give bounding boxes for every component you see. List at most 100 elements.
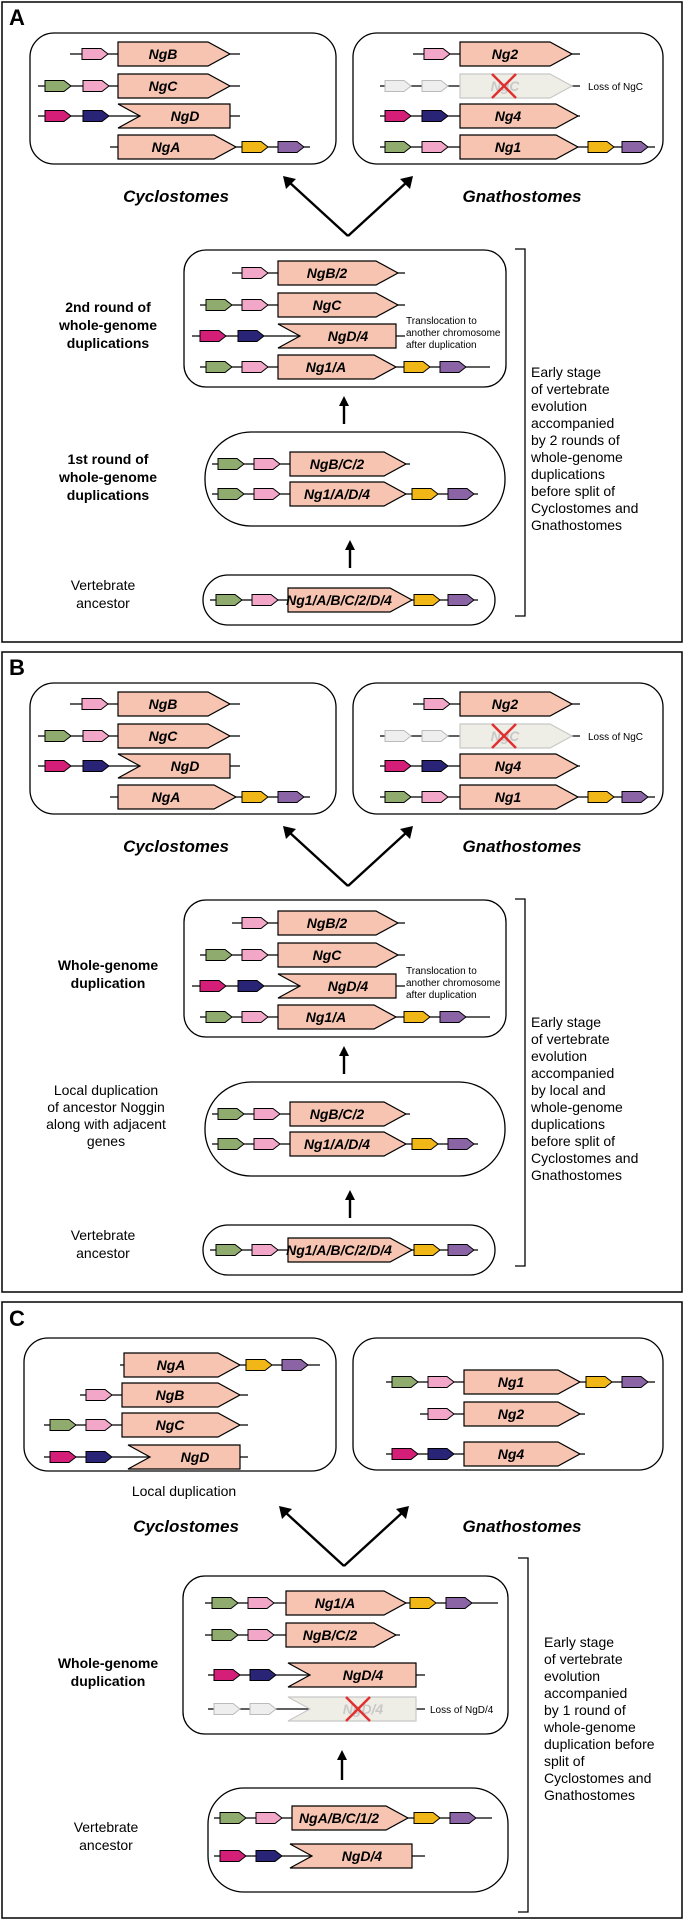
noggin-gene xyxy=(289,451,408,477)
flanking-gene xyxy=(587,791,615,803)
noggin-gene xyxy=(277,260,400,286)
stage-description: duplication before xyxy=(544,1736,655,1752)
noggin-gene xyxy=(287,587,414,613)
noggin-gene xyxy=(121,1382,242,1408)
flanking-gene xyxy=(411,1138,439,1150)
noggin-gene-label: NgD/4 xyxy=(328,978,369,994)
ancestor-label: Vertebrate xyxy=(71,577,136,593)
flanking-gene xyxy=(241,299,269,311)
arrowhead xyxy=(345,540,355,550)
noggin-gene xyxy=(459,784,580,810)
flanking-gene xyxy=(219,1812,247,1824)
flanking-gene xyxy=(237,330,265,342)
noggin-gene-label: Ng1 xyxy=(498,1374,525,1390)
noggin-gene xyxy=(459,753,580,779)
stage-description: split of xyxy=(544,1753,585,1769)
flanking-gene xyxy=(439,361,467,373)
stage-bracket xyxy=(515,898,526,1267)
noggin-gene-label: NgD xyxy=(181,1449,210,1465)
flanking-gene xyxy=(447,488,475,500)
noggin-gene-label: NgA xyxy=(152,139,181,155)
noggin-gene-label: NgB xyxy=(156,1387,185,1403)
species-label-gnathostomes: Gnathostomes xyxy=(462,837,581,856)
arrowhead xyxy=(400,826,413,839)
noggin-gene-label: Ng1/A xyxy=(306,1009,346,1025)
stage-label: 1st round of xyxy=(68,451,149,467)
flanking-gene xyxy=(81,48,109,60)
noggin-gene-label: Ng1 xyxy=(495,789,522,805)
stage-description: Cyclostomes and xyxy=(531,500,638,516)
noggin-gene xyxy=(459,723,574,749)
noggin-gene-label: NgA xyxy=(157,1357,186,1373)
stage-description: Gnathostomes xyxy=(531,517,622,533)
noggin-gene-label: NgB/C/2 xyxy=(310,1106,365,1122)
noggin-gene xyxy=(117,784,238,810)
flanking-gene xyxy=(82,80,110,92)
flanking-gene xyxy=(421,760,449,772)
flanking-gene xyxy=(44,730,72,742)
stage-description: Gnathostomes xyxy=(544,1787,635,1803)
flanking-gene xyxy=(237,980,265,992)
ancestor-label: ancestor xyxy=(76,595,130,611)
flanking-gene xyxy=(213,1703,241,1715)
flanking-gene xyxy=(384,141,412,153)
arrowhead xyxy=(339,1046,349,1056)
flanking-gene xyxy=(215,1244,243,1256)
ancestor-label: ancestor xyxy=(79,1837,133,1853)
flanking-gene xyxy=(44,760,72,772)
noggin-gene-label: NgC xyxy=(313,297,343,313)
loss-cross xyxy=(345,1696,371,1722)
flanking-gene xyxy=(255,1812,283,1824)
noggin-gene xyxy=(277,292,400,318)
flanking-gene xyxy=(421,730,449,742)
noggin-gene-label: Ng4 xyxy=(495,108,522,124)
species-label-cyclostomes: Cyclostomes xyxy=(123,187,229,206)
divergence-arrow-right xyxy=(347,181,408,237)
flanking-gene xyxy=(277,791,305,803)
stage-label: Whole-genome xyxy=(58,957,159,973)
stage-label: along with adjacent xyxy=(46,1116,166,1132)
noggin-gene xyxy=(287,1662,417,1688)
stage-description: Cyclostomes and xyxy=(531,1150,638,1166)
stage-label: genes xyxy=(87,1133,125,1149)
flanking-gene xyxy=(241,1011,269,1023)
panel-letter: B xyxy=(9,655,25,680)
stage-description: before split of xyxy=(531,1133,615,1149)
flanking-gene xyxy=(211,1597,239,1609)
noggin-gene-label: Ng1/A xyxy=(315,1595,355,1611)
flanking-gene xyxy=(427,1408,455,1420)
noggin-gene xyxy=(291,1805,410,1831)
flanking-gene xyxy=(423,698,451,710)
stage-description: of vertebrate xyxy=(544,1651,623,1667)
flanking-gene xyxy=(621,1376,649,1388)
divergence-arrow-right xyxy=(343,1511,404,1567)
flanking-gene xyxy=(421,80,449,92)
flanking-gene xyxy=(253,458,281,470)
stage-label: duplications xyxy=(67,487,150,503)
species-label-cyclostomes: Cyclostomes xyxy=(123,837,229,856)
noggin-gene xyxy=(121,1412,242,1438)
flanking-gene xyxy=(421,791,449,803)
noggin-gene-label: NgC xyxy=(313,947,343,963)
stage-description: of vertebrate xyxy=(531,381,610,397)
flanking-gene xyxy=(249,1703,277,1715)
flanking-gene xyxy=(391,1448,419,1460)
flanking-gene xyxy=(411,488,439,500)
panel-letter: A xyxy=(9,5,25,30)
stage-label: 2nd round of xyxy=(65,299,151,315)
stage-bracket xyxy=(515,248,526,617)
noggin-gene xyxy=(459,41,574,67)
flanking-gene xyxy=(445,1597,473,1609)
flanking-gene xyxy=(85,1451,113,1463)
noggin-gene-label: NgD xyxy=(171,108,200,124)
flanking-gene xyxy=(199,980,227,992)
flanking-gene xyxy=(384,80,412,92)
duplication-box xyxy=(183,249,507,388)
stage-description: whole-genome xyxy=(530,449,623,465)
flanking-gene xyxy=(447,1244,475,1256)
flanking-gene xyxy=(413,1812,441,1824)
noggin-gene-label: NgD/4 xyxy=(328,328,369,344)
arrowhead xyxy=(339,396,349,406)
noggin-gene-label: NgA/B/C/1/2 xyxy=(299,1810,379,1826)
divergence-arrow-left xyxy=(288,831,349,887)
